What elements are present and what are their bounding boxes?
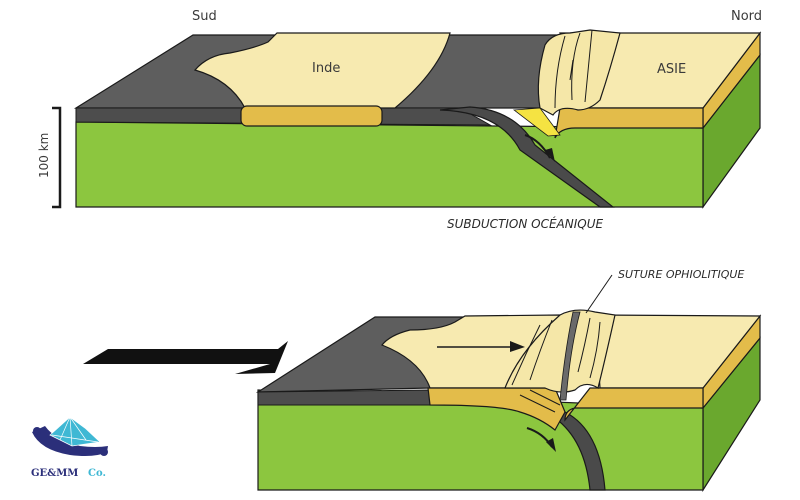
label-sud: Sud	[192, 9, 217, 24]
bottom-block	[255, 274, 762, 493]
logo-text-main: GE&MM	[31, 468, 78, 479]
company-logo: GE&MM Co.	[31, 416, 108, 479]
label-inde: Inde	[312, 61, 340, 76]
convergence-arrow-icon	[83, 341, 288, 374]
logo-text-suffix: Co.	[88, 468, 106, 479]
top-yellow-sediment	[512, 107, 561, 137]
subduction-arrow-icon	[524, 134, 551, 159]
scale-bar-icon	[52, 106, 62, 209]
top-asia-crust-front	[554, 107, 704, 139]
logo-diamond-icon	[49, 416, 101, 447]
suture-leader-line	[585, 274, 613, 314]
bottom-belt-lines	[511, 317, 601, 413]
bottom-subduction-arrowhead-icon	[546, 438, 556, 452]
plate-motion-arrowhead-icon	[510, 341, 525, 352]
bottom-inde-crust-front	[427, 387, 566, 431]
label-scale: 100 km	[37, 133, 51, 178]
top-block	[52, 29, 762, 209]
top-mantle-front	[75, 121, 704, 208]
top-subducting-slab	[439, 106, 615, 208]
logo-gear-icon	[32, 426, 108, 456]
subduction-arrowhead-icon	[545, 148, 555, 162]
bottom-ocean-front	[257, 389, 431, 406]
top-inde-continent	[193, 32, 451, 109]
label-asie: ASIE	[657, 62, 686, 77]
top-accretion-wedge	[537, 29, 621, 116]
caption-subduction: SUBDUCTION OCÉANIQUE	[447, 216, 604, 231]
bottom-asia-crust-front	[564, 387, 704, 422]
top-wedge-lines	[554, 29, 593, 109]
bottom-subducting-slab	[553, 411, 606, 491]
caption-suture: SUTURE OPHIOLITIQUE	[618, 268, 744, 281]
ophiolite-suture	[559, 311, 581, 401]
label-nord: Nord	[731, 9, 762, 24]
top-inde-root	[240, 105, 383, 127]
